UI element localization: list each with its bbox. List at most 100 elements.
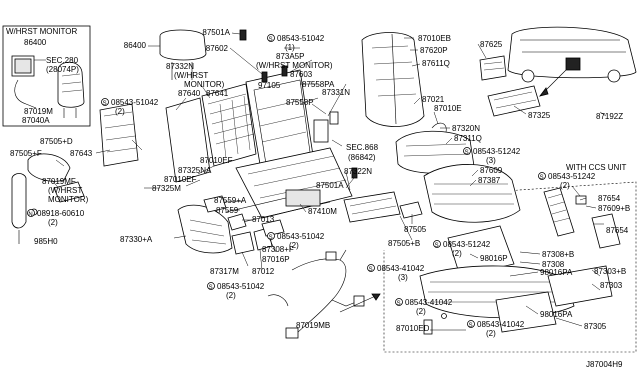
garnish-87322N[interactable] — [343, 191, 401, 223]
label-97105: 97105 — [258, 81, 281, 90]
label-ccs-unit: WITH CCS UNIT — [566, 163, 627, 172]
harness-branch — [331, 249, 357, 307]
headrest-with-monitor[interactable] — [57, 61, 85, 108]
label-87040A: 87040A — [22, 116, 50, 125]
side-cover-87330A[interactable] — [177, 204, 233, 254]
label-08543-41042-a: 08543-41042 — [377, 264, 425, 273]
headrest-86400[interactable] — [159, 29, 207, 61]
label-87558PA: 87558PA — [302, 80, 335, 89]
label-87505: 87505 — [404, 225, 427, 234]
bolt-08543-41042[interactable] — [441, 313, 447, 319]
label-87308: 87308 — [542, 260, 565, 269]
pad-87325[interactable] — [487, 85, 541, 117]
guide-87603[interactable] — [281, 65, 288, 77]
label-87641: 87641 — [206, 89, 229, 98]
monitor-screen-face — [14, 58, 32, 74]
pad-87625[interactable] — [479, 55, 507, 81]
label-86400a: W/HRST MONITOR — [6, 27, 77, 36]
clip-87654a[interactable] — [575, 195, 587, 205]
label-87317M: 87317M — [210, 267, 239, 276]
label-87501A-mid: 87501A — [316, 181, 344, 190]
motor-87410M[interactable] — [285, 189, 321, 207]
inset-frame — [2, 25, 91, 127]
s-symbol — [433, 240, 441, 248]
label-87609B: 87609+B — [598, 204, 630, 213]
s-symbol — [367, 264, 375, 272]
cushion-frame[interactable] — [235, 147, 353, 219]
guide-87602[interactable] — [261, 71, 268, 83]
lower-frame-87387[interactable] — [423, 164, 521, 223]
s-symbol — [395, 298, 403, 306]
label-87325: 87325 — [528, 111, 551, 120]
label-86400b: 86400 — [24, 38, 47, 47]
label-sec280a: SEC.280 — [46, 56, 79, 65]
s-symbol — [101, 98, 109, 106]
label-873A5P-b: (W/HRST MONITOR) — [256, 61, 333, 70]
label-87320N: 87320N — [452, 124, 480, 133]
label-985H0: 985H0 — [34, 237, 58, 246]
label-87332N-b: (W/HRST — [174, 71, 208, 80]
fastener-letters: S S S S S S S S S S N — [28, 37, 543, 329]
label-diagram-id: J87004H9 — [586, 360, 623, 369]
label-87325NA: 87325NA — [178, 166, 212, 175]
label-08918-60610-2: (2) — [48, 218, 58, 227]
label-08543-41042-b: 08543-41042 — [405, 298, 453, 307]
side-covers — [177, 195, 285, 255]
tray-87305[interactable] — [495, 291, 557, 333]
seat-location-mark — [565, 57, 581, 71]
part-labels: W/HRST MONITOR 86400 SEC.280 (28074P) 87… — [6, 27, 630, 369]
s-letter: S — [469, 323, 473, 329]
s-symbol — [467, 320, 475, 328]
wire-87320N — [431, 122, 447, 133]
side-garnish — [343, 167, 423, 223]
seatback-board-87643[interactable] — [99, 103, 139, 167]
s-symbol — [267, 232, 275, 240]
label-08543-51042-bot: 08543-51042 — [217, 282, 265, 291]
frame-crossbars — [257, 99, 307, 143]
connector-3[interactable] — [285, 327, 299, 339]
bracket-87308B[interactable] — [447, 225, 515, 277]
label-87505F: 87505+F — [10, 149, 42, 158]
guide-87501A[interactable] — [239, 29, 247, 41]
seatback-pad-87620P[interactable] — [361, 32, 425, 127]
label-87019M: 87019M — [24, 107, 53, 116]
cap-87558PA[interactable] — [329, 111, 339, 125]
vehicle-wheel-rear — [607, 69, 621, 83]
harness-tail — [267, 294, 289, 307]
knob-87317M[interactable] — [231, 231, 255, 255]
label-sec868b: (86842) — [348, 153, 376, 162]
label-08543-41042-b2: (2) — [416, 307, 426, 316]
cover-87303B[interactable] — [547, 265, 613, 307]
seat-cushions — [361, 32, 475, 174]
label-87010EF-b: 87010EF — [164, 175, 197, 184]
pad-87640[interactable] — [165, 97, 211, 183]
armrest-985H0[interactable] — [11, 173, 27, 229]
clip-87505[interactable] — [399, 201, 423, 219]
s-letter: S — [269, 37, 273, 43]
guide-87501A-mid[interactable] — [351, 167, 358, 179]
spring-frame-87641[interactable] — [201, 83, 257, 167]
bracket-87019MF[interactable] — [53, 181, 85, 203]
duct-87654b[interactable] — [591, 213, 621, 249]
cover-87505F[interactable] — [27, 153, 71, 182]
label-87010ED: 87010ED — [396, 324, 430, 333]
side-cover-ribs — [189, 219, 227, 245]
trim-87559A[interactable] — [203, 195, 227, 213]
bracket-87308F[interactable] — [261, 219, 285, 237]
recliner-87331N[interactable] — [313, 119, 329, 143]
headrest-stitch — [61, 73, 83, 93]
ccs-section-border — [383, 181, 637, 353]
s-letter: S — [465, 150, 469, 156]
n-letter: N — [28, 212, 32, 218]
label-sec868a: SEC.868 — [346, 143, 379, 152]
n-symbol — [27, 209, 35, 217]
knob-87013[interactable] — [227, 213, 247, 231]
clip-87010ED[interactable] — [423, 319, 433, 335]
connector-1[interactable] — [325, 251, 337, 261]
connector-2[interactable] — [353, 295, 365, 307]
s-letter: S — [103, 101, 107, 107]
spring-grid — [207, 93, 255, 159]
label-87654a: 87654 — [598, 194, 621, 203]
label-87322N: 87322N — [344, 167, 372, 176]
